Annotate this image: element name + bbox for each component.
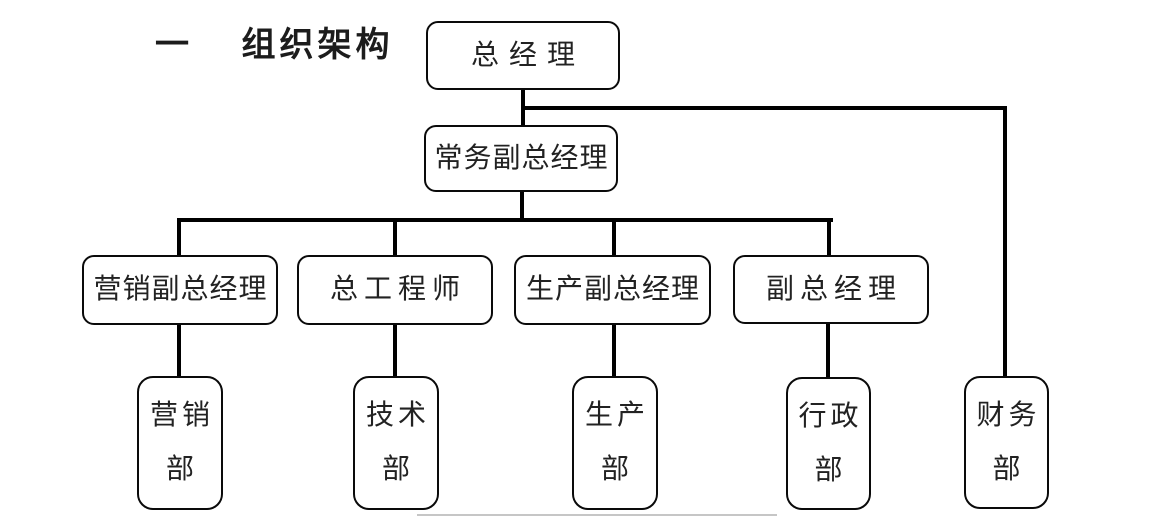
connector-vice-down xyxy=(520,192,524,222)
org-node-administration-dept: 行政 部 xyxy=(786,377,871,510)
org-node-label: 营销副总经理 xyxy=(93,274,268,305)
org-node-label: 常务副总经理 xyxy=(434,142,609,174)
org-node-label-line1: 财务 xyxy=(976,399,1041,431)
org-node-label-line2: 部 xyxy=(814,454,847,486)
connector-managers-horizontal xyxy=(177,218,833,222)
org-node-label-line2: 部 xyxy=(165,454,198,485)
org-node-label: 总工程师 xyxy=(329,274,466,305)
section-number: 一 xyxy=(155,27,193,64)
org-node-label-line1: 生产 xyxy=(584,400,649,431)
org-node-label-line1: 技术 xyxy=(365,400,430,431)
org-node-label-line2: 部 xyxy=(992,453,1025,485)
org-node-finance-dept: 财务 部 xyxy=(964,376,1049,509)
org-node-marketing-dept: 营销 部 xyxy=(137,376,223,510)
connector-deputy-gm-to-dept xyxy=(826,324,830,378)
connector-root-to-finance xyxy=(1003,106,1007,378)
section-title: 一 组织架构 xyxy=(155,17,394,66)
connector-production-vp-to-dept xyxy=(612,324,616,378)
org-node-label-line1: 营销 xyxy=(149,400,214,431)
org-node-technology-dept: 技术 部 xyxy=(353,376,439,510)
org-node-label-line2: 部 xyxy=(600,454,633,485)
org-node-executive-deputy-gm: 常务副总经理 xyxy=(424,125,618,192)
connector-drop-marketing-vp xyxy=(177,218,181,258)
connector-marketing-vp-to-dept xyxy=(177,324,181,378)
org-node-label: 总经理 xyxy=(470,39,585,71)
org-node-chief-engineer: 总工程师 xyxy=(297,255,493,325)
connector-drop-production-vp xyxy=(612,218,616,258)
connector-chief-engineer-to-dept xyxy=(393,324,397,378)
org-node-deputy-gm: 副总经理 xyxy=(733,255,929,324)
org-node-marketing-vp: 营销副总经理 xyxy=(82,255,278,325)
org-node-production-dept: 生产 部 xyxy=(572,376,658,510)
org-node-label: 副总经理 xyxy=(765,273,902,305)
org-node-general-manager: 总经理 xyxy=(426,21,620,90)
org-node-label-line1: 行政 xyxy=(798,400,863,432)
org-node-production-vp: 生产副总经理 xyxy=(514,255,711,325)
connector-drop-deputy-gm xyxy=(827,218,831,258)
section-title-text: 组织架构 xyxy=(241,27,394,64)
connector-root-horizontal xyxy=(521,106,1007,110)
connector-drop-chief-engineer xyxy=(393,218,397,258)
page-edge-artifact xyxy=(417,514,777,516)
org-node-label: 生产副总经理 xyxy=(525,274,700,305)
org-node-label-line2: 部 xyxy=(381,454,414,485)
